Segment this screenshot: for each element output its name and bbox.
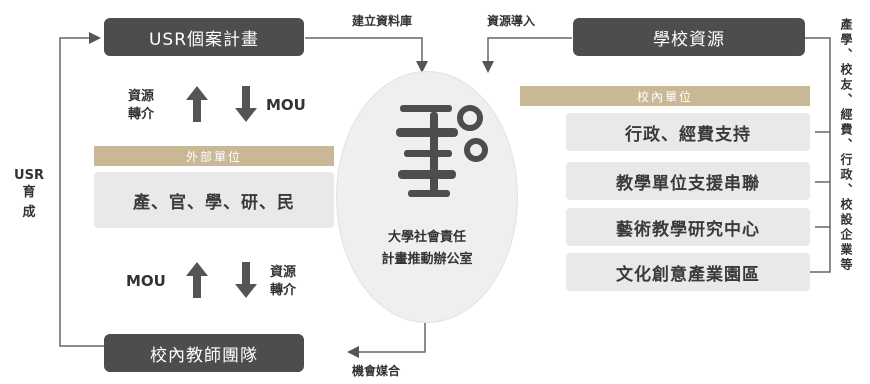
opportunity-label: 機會媒合 xyxy=(352,364,401,378)
internal-units-title: 校內單位 xyxy=(636,89,693,104)
opportunity-line xyxy=(347,322,426,358)
internal-unit-item: 藝術教學研究中心 xyxy=(566,208,810,246)
internal-unit-item: 文化創意產業園區 xyxy=(566,253,810,291)
school-resources-box: 學校資源 xyxy=(573,18,805,56)
internal-unit-item: 行政、經費支持 xyxy=(566,113,810,151)
left-vertical-usr: USR xyxy=(14,168,44,183)
left-loop-line xyxy=(59,32,105,347)
external-units-title: 外部單位 xyxy=(185,149,242,164)
internal-unit-label: 行政、經費支持 xyxy=(625,124,751,145)
school-resources-label: 學校資源 xyxy=(653,29,725,50)
resource-import-line xyxy=(482,37,572,73)
external-units-box: 產、官、學、研、民 xyxy=(94,172,334,228)
left-vertical-label: USR 育 成 xyxy=(10,168,48,223)
center-title-2: 計畫推動辦公室 xyxy=(381,252,473,267)
lower-mou-label: MOU xyxy=(126,272,166,290)
internal-unit-label: 藝術教學研究中心 xyxy=(616,219,760,240)
build-db-label: 建立資料庫 xyxy=(352,14,413,28)
center-title-1: 大學社會責任 xyxy=(387,230,466,245)
internal-units-header: 校內單位 xyxy=(520,86,810,106)
internal-unit-label: 文化創意產業園區 xyxy=(616,264,760,285)
upper-transfer-text: 資源 轉介 xyxy=(128,89,155,122)
right-vertical-label: 產學、校友、經費、行政、校設企業等 xyxy=(839,18,853,273)
internal-unit-label: 教學單位支援串聯 xyxy=(616,173,760,194)
faculty-team-box: 校內教師團隊 xyxy=(104,334,304,372)
upper-mou-label: MOU xyxy=(266,96,306,114)
down-arrow-icon-lower xyxy=(235,262,257,298)
build-db-line xyxy=(305,37,428,73)
right-bracket-line xyxy=(805,37,831,273)
external-units-content: 產、官、學、研、民 xyxy=(133,192,295,213)
resource-import-label: 資源導入 xyxy=(487,14,536,28)
faculty-team-label: 校內教師團隊 xyxy=(150,345,258,366)
external-units-header: 外部單位 xyxy=(94,146,334,166)
up-arrow-icon xyxy=(186,86,208,122)
internal-unit-item: 教學單位支援串聯 xyxy=(566,162,810,200)
up-arrow-icon-lower xyxy=(186,262,208,298)
left-vertical-incubate: 育 成 xyxy=(22,185,36,220)
down-arrow-icon xyxy=(235,86,257,122)
usr-project-box: USR個案計畫 xyxy=(104,18,304,56)
lower-transfer-text: 資源 轉介 xyxy=(270,265,297,298)
usr-project-label: USR個案計畫 xyxy=(148,29,260,50)
